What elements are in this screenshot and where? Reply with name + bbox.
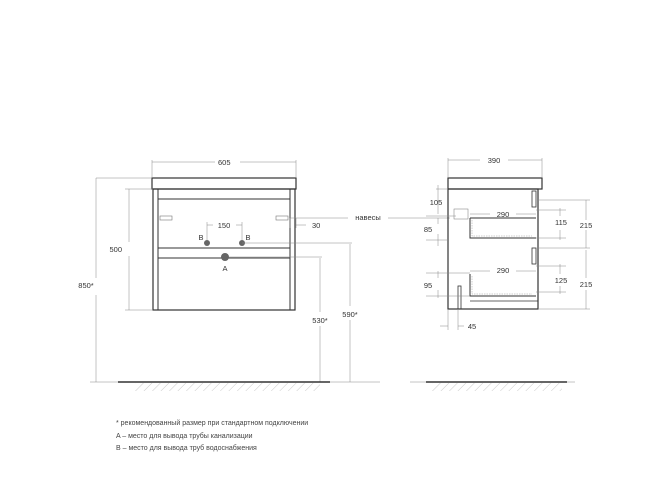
- hinge-left-icon: [159, 215, 173, 221]
- side-view: [447, 177, 543, 310]
- cabinet-height-dimension: 500: [109, 245, 122, 254]
- outlet-b-height-dimension: 590*: [342, 310, 358, 319]
- drawer-top-height-dimension: 115: [555, 218, 567, 227]
- drawer-bottom-depth-dimension: 290: [497, 266, 510, 275]
- depth-dimension: 390: [488, 156, 501, 165]
- total-height-dimension: 850*: [78, 281, 94, 290]
- hinge-offset-dimension: 30: [312, 221, 320, 230]
- outlet-a-height-dimension: 530*: [312, 316, 328, 325]
- legend-b: B – место для вывода труб водоснабжения: [116, 445, 257, 452]
- legend-note: * рекомендованный размер при стандартном…: [116, 420, 309, 427]
- bottom-gap-dimension: 95: [424, 281, 432, 290]
- legend-a: A – место для вывода трубы канализации: [116, 432, 253, 440]
- pipe-spacing-dimension: 150: [218, 221, 231, 230]
- section-top-height-dimension: 215: [580, 221, 593, 230]
- outlet-b-left-icon: [204, 240, 210, 246]
- outlet-a-icon: [221, 253, 229, 261]
- outlet-a-label: A: [222, 264, 227, 273]
- drawer-top-depth-dimension: 290: [497, 210, 510, 219]
- section-bottom-height-dimension: 215: [580, 280, 593, 289]
- front-view: [151, 177, 297, 311]
- drawer-bottom-height-dimension: 125: [555, 276, 568, 285]
- hinge-right-icon: [275, 215, 289, 221]
- outlet-b-right-label: B: [245, 233, 250, 242]
- hinge-gap-dimension: 85: [424, 225, 432, 234]
- width-dimension: 605: [218, 158, 231, 167]
- outlet-b-left-label: B: [198, 233, 203, 242]
- top-offset-dimension: 105: [430, 198, 443, 207]
- legend: * рекомендованный размер при стандартном…: [116, 418, 308, 456]
- back-offset-dimension: 45: [468, 322, 476, 331]
- hinges-label: навесы: [355, 213, 381, 222]
